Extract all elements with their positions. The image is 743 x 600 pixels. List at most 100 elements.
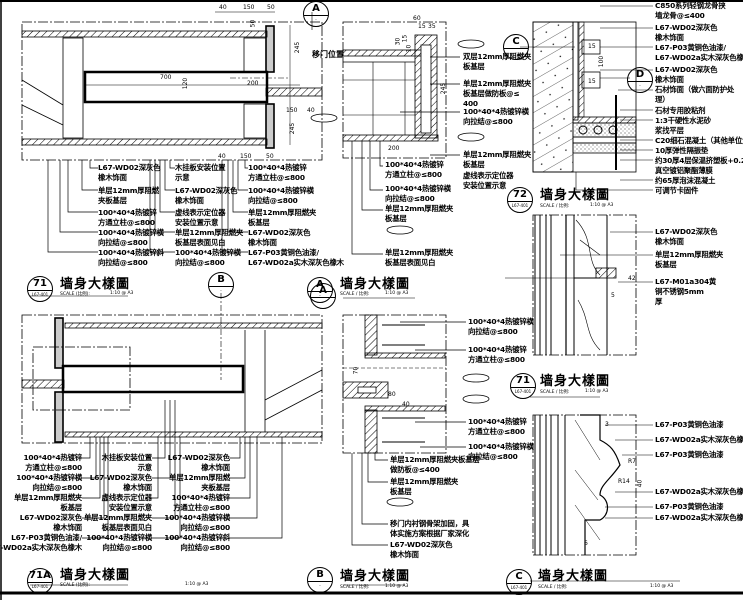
callout-label: 单层12mm厚阻燃夹 板基层 — [655, 250, 724, 269]
scale-value: 1:10 @ A3 — [585, 389, 609, 394]
dimension-label: 15 — [588, 78, 596, 85]
dimension-label: 100 — [598, 55, 606, 68]
panel-title-B: 墙身大樣圖 — [340, 569, 411, 584]
marker-sheet: L67-401 — [514, 389, 532, 394]
callout-label: 石材饰面（做六面防护处 理） — [655, 85, 735, 104]
callout-label: 100*40*4热镀锌横 向拉结@≤800 — [248, 186, 314, 205]
scale-label: SCALE / 比例: — [540, 390, 570, 395]
callout-label: L67-P03黄铜色油漆 — [655, 450, 724, 459]
callout-label: L67-WD02深灰色 橡木饰面 — [248, 228, 311, 247]
callout-label: L67-WD02深灰色 橡木饰面 — [655, 65, 718, 84]
callout-label: L67-WD02a实木深灰色橡木 — [655, 513, 743, 522]
marker-sheet: - — [515, 50, 517, 55]
marker-id: C — [507, 570, 531, 584]
callout-label: 移门内衬钢骨架加固，具 体实施方案根据厂家深化 — [390, 519, 470, 538]
dimension-label: 60 — [413, 15, 421, 22]
scale-label: SCALE (比例): — [60, 583, 90, 588]
callout-label: 单层12mm厚阻燃夹 板基层表面见白 — [83, 513, 152, 532]
callout-label: L67-P03黄铜色油漆 — [655, 502, 724, 511]
dimension-label: 70 — [352, 366, 360, 375]
scale-label: SCALE / 比例: — [340, 585, 370, 590]
dimension-label: 5 — [611, 292, 615, 299]
scale-label: SCALE / 比例: — [340, 292, 370, 297]
callout-label: 单层12mm厚阻燃夹 板基层表面见白 — [175, 228, 244, 247]
callout-label: 单层12mm厚阻燃 夹板基层 — [169, 473, 230, 492]
callout-label: 木挂板安装位置 示意 — [175, 163, 226, 182]
scale-label: SCALE / 比例: — [540, 204, 570, 209]
callout-label: 木挂板安装位置 示意 — [101, 453, 153, 472]
panel-title-71-right: 墙身大樣圖 — [540, 374, 611, 389]
dimension-label: 35 — [428, 23, 436, 30]
callout-label: L67-WD02深灰色 橡木饰面 — [655, 227, 718, 246]
scale-label: SCALE (比例): — [60, 292, 90, 297]
marker-id: 71 — [28, 277, 52, 291]
callout-label: 约65厚泡沫混凝土 — [655, 176, 716, 185]
callout-label: L67-WD02深灰色 橡木饰面 — [89, 473, 152, 492]
scale-label: SCALE / 比例: — [538, 585, 568, 590]
callout-label: 虚线表示定位器 安装位置示意 — [101, 493, 153, 512]
scale-value: 1:10 @ A3 — [385, 291, 409, 296]
dimension-label: 30 — [394, 37, 402, 46]
dimension-label: 15 — [401, 34, 409, 43]
callout-label: 单层12mm厚阻燃夹 板基层 — [390, 477, 459, 496]
callout-label: L67-P03黄铜色油漆/ L67-WD02a实木深灰色橡木 — [248, 248, 344, 267]
callout-label: 虚线表示定位器 安装位置示意 — [463, 171, 514, 190]
panel-title-71: 墙身大樣圖 — [60, 277, 131, 292]
callout-label: 单层12mm厚阻燃夹 板基层 — [248, 208, 317, 227]
callout-label: L67-WD02深灰色 橡木饰面 — [175, 186, 238, 205]
scale-value: 1:10 @ A3 — [385, 584, 409, 589]
panel-title-A: 墙身大樣圖 — [340, 277, 411, 292]
dimension-label: 40 — [218, 153, 226, 160]
callout-label: 100*40*4热镀锌斜 向拉结@≤800 — [98, 248, 164, 267]
callout-label: L67-P03黄铜色油漆/ L67-WD02a实木深灰色橡木 — [655, 43, 743, 62]
section-marker-C: C- — [503, 34, 529, 60]
dimension-label: 200 — [388, 145, 400, 152]
callout-label: L67-WD02深灰色 橡木饰面 — [98, 163, 161, 182]
callout-label: 100*40*4热镀锌横 向拉结@≤800 — [86, 533, 152, 552]
section-marker-B: B- — [307, 567, 333, 593]
callout-label: 100*40*4热镀锌斜 向拉结@≤800 — [164, 533, 230, 552]
panel-title-72: 墙身大樣圖 — [540, 188, 611, 203]
callout-label: 100*40*4热镀锌横 向拉结@≤800 — [164, 513, 230, 532]
section-marker-A-ref: A- — [310, 283, 336, 309]
callout-label: 单层12mm厚阻燃夹 板基层 — [13, 493, 82, 512]
callout-label: 虚线表示定位器 安装位置示意 — [175, 208, 226, 227]
marker-id: A — [311, 284, 335, 298]
marker-id: 72 — [508, 188, 532, 202]
callout-label: 1:3干硬性水泥砂 浆找平层 — [655, 116, 711, 135]
dimension-label: 150 — [240, 153, 252, 160]
callout-label: L67-P03黄铜色油漆 — [655, 420, 724, 429]
marker-sheet: - — [315, 17, 317, 22]
callout-label: 100*40*4热镀锌横 向拉结@≤800 — [16, 473, 82, 492]
section-marker-A-top: A- — [303, 1, 329, 27]
callout-label: 100*40*4热镀锌横 向拉结@≤800 — [385, 184, 451, 203]
marker-id: C — [504, 35, 528, 49]
dimension-label: 15 — [588, 43, 596, 50]
marker-id: D — [628, 68, 652, 82]
callout-label: L67-WD02深灰色 橡木饰面 — [390, 540, 453, 559]
callout-label: 100*40*4热镀锌横 向拉结@≤800 — [468, 317, 534, 336]
scale-value: 1:10 @ A3 — [110, 291, 134, 296]
dimension-label: 15 — [418, 23, 426, 30]
callout-label: 100*40*4热镀锌 方通立柱@≤800 — [468, 345, 527, 364]
dimension-label: 6 — [584, 540, 588, 547]
dimension-label: 40 — [219, 4, 227, 11]
callout-label: 双层12mm厚阻燃夹 板基层 — [463, 52, 532, 71]
dimension-label: 42 — [628, 275, 636, 282]
dimension-label: 245 — [289, 122, 297, 135]
marker-id: A — [304, 2, 328, 16]
callout-label: L67-WD02深灰色 橡木饰面 — [19, 513, 82, 532]
callout-label: C20细石混凝土（其他单位负责） — [655, 136, 743, 145]
marker-sheet: L67-401 — [510, 585, 528, 590]
marker-id: B — [308, 568, 332, 582]
marker-sheet: L67-401 — [31, 584, 49, 589]
callout-label: 约30厚4层保温挤塑板+0.2厚 真空镀铝聚酯薄膜 — [655, 156, 743, 175]
callout-label: 100*40*4热镀锌 方通立柱@≤800 — [98, 208, 157, 227]
panel-title-71A: 墙身大樣圖 — [60, 568, 131, 583]
dimension-label: 3 — [605, 421, 609, 428]
